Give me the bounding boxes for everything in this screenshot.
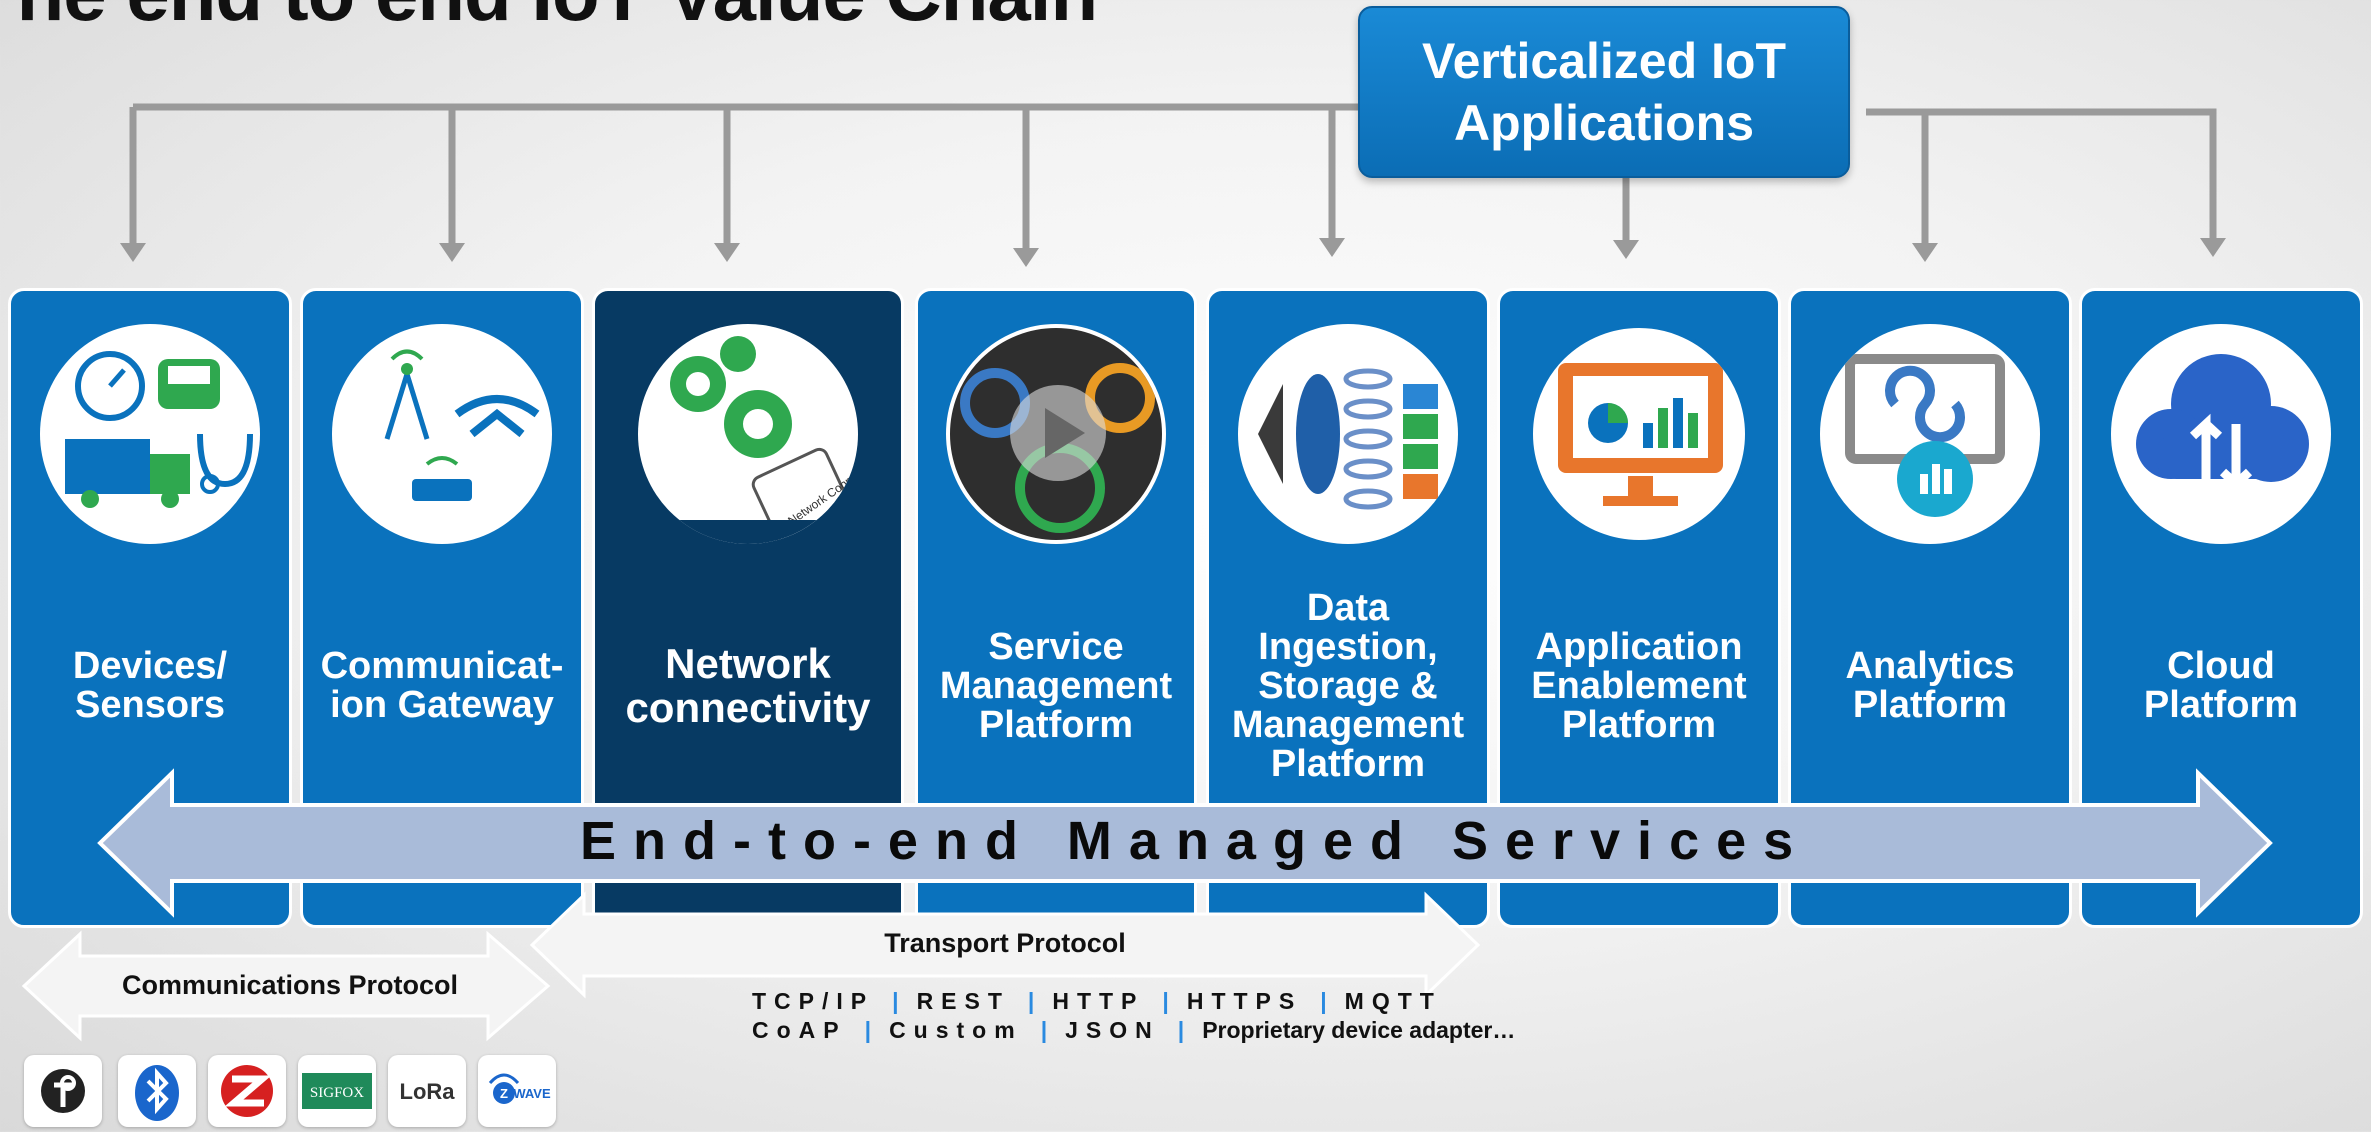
column-cloud: Cloud Platform — [2079, 288, 2363, 928]
protocol-item: REST — [916, 988, 1010, 1014]
communications-protocol-arrow — [21, 930, 551, 1042]
column-label: Communicat-ion Gateway — [320, 645, 564, 726]
protocol-item: HTTPS — [1186, 988, 1303, 1014]
devices-sensors-icon — [40, 324, 260, 544]
sigfox-text: SIGFOX — [310, 1085, 364, 1101]
connector-lines — [120, 103, 2226, 267]
column-label: Analytics Platform — [1845, 645, 2015, 726]
svg-text:Z: Z — [500, 1086, 508, 1101]
monitor-chart-icon — [1529, 324, 1749, 544]
zigbee-logo — [208, 1055, 286, 1127]
zwave-text: WAVE — [513, 1086, 551, 1101]
protocols-row-2: CoAP|Custom|JSON|Proprietary device adap… — [752, 1017, 1516, 1043]
sigfox-logo: SIGFOX — [298, 1055, 376, 1127]
protocol-item: MQTT — [1344, 988, 1442, 1014]
protocol-item: JSON — [1065, 1017, 1160, 1043]
managed-services-label: End-to-end Managed Services — [580, 811, 1811, 871]
protocol-item: TCP/IP — [752, 988, 875, 1014]
communications-protocol-label: Communications Protocol — [121, 970, 459, 1000]
page-title: The end to end IoT Value Chain — [0, 0, 1098, 39]
protocol-item: Custom — [889, 1017, 1023, 1043]
column-label: Network connectivity — [625, 640, 871, 731]
bluetooth-logo — [118, 1055, 196, 1127]
transport-protocol-label: Transport Protocol — [884, 928, 1126, 958]
column-label: Cloud Platform — [2143, 645, 2299, 726]
verticalized-iot-applications-box: Verticalized IoT Applications — [1358, 6, 1850, 178]
column-label: Data Ingestion, Storage & Management Pla… — [1231, 586, 1465, 785]
protocol-item: HTTP — [1052, 988, 1145, 1014]
lora-logo: LoRa — [388, 1055, 466, 1127]
column-label: Application Enablement Platform — [1531, 625, 1747, 746]
gateway-icon — [332, 324, 552, 544]
cloud-sync-icon — [2111, 324, 2331, 544]
analytics-icon — [1820, 324, 2040, 544]
network-connectivity-icon: Network Connectivity — [638, 324, 858, 544]
data-storage-icon — [1238, 324, 1458, 544]
service-gears-play-icon — [946, 324, 1166, 544]
thread-logo — [24, 1055, 102, 1127]
column-label: Service Management Platform — [939, 625, 1173, 746]
protocols-row-1: TCP/IP|REST|HTTP|HTTPS|MQTT — [752, 988, 1442, 1014]
protocol-item: CoAP — [752, 1017, 847, 1043]
lora-text: LoRa — [400, 1079, 456, 1104]
protocol-item: Proprietary device adapter… — [1202, 1017, 1516, 1043]
transport-protocol-arrow — [529, 891, 1481, 999]
column-label: Devices/ Sensors — [72, 645, 228, 726]
zwave-logo: Z WAVE — [478, 1055, 556, 1127]
